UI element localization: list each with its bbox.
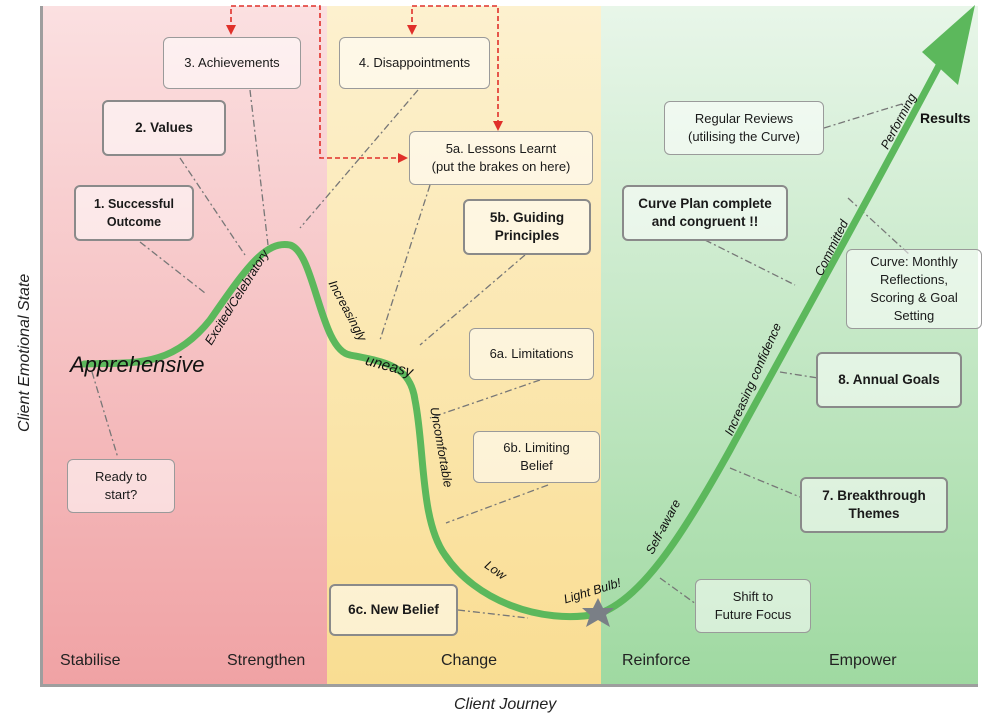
zone-label-stabilise: Stabilise [60,652,121,669]
connector-curve-monthly [847,197,911,256]
feedback-arrowhead-1 [226,25,236,35]
zone-label-empower: Empower [829,652,897,669]
zone-label-change: Change [441,652,498,669]
connector-successful-outcome [139,241,206,294]
connector-limiting-belief [445,484,549,524]
connector-ready-to-start [91,371,119,459]
light-bulb-star-icon [582,598,614,627]
zone-label-strengthen: Strengthen [227,652,306,669]
box-disappointments: 4. Disappointments [339,37,490,89]
box-future-focus: Shift to Future Focus [695,579,811,633]
x-axis [40,684,978,687]
connector-curve-plan [704,239,796,286]
connector-disappointments [299,89,419,229]
connector-future-focus [659,577,697,605]
connector-lessons-learnt [379,184,431,341]
label-apprehensive: Apprehensive [70,352,205,377]
box-curve-monthly: Curve: Monthly Reflections, Scoring & Go… [846,249,982,329]
connector-regular-reviews [823,102,906,129]
box-limitations: 6a. Limitations [469,328,594,380]
feedback-arrow-disappointments [411,5,499,125]
box-limiting-belief: 6b. Limiting Belief [473,431,600,483]
connector-breakthrough-themes [729,467,801,498]
connector-guiding-principles [419,254,526,346]
feedback-arrow-achievements [230,5,402,159]
curve-arrowhead [922,5,975,85]
box-achievements: 3. Achievements [163,37,301,89]
x-axis-title: Client Journey [454,696,557,713]
feedback-arrowhead-3 [398,153,408,163]
box-values: 2. Values [102,100,226,156]
feedback-arrowhead-2 [407,25,417,35]
box-successful-outcome: 1. Successful Outcome [74,185,194,241]
connector-values [179,157,246,256]
box-annual-goals: 8. Annual Goals [816,352,962,408]
emotional-curve [80,56,946,621]
feedback-arrowhead-4 [493,121,503,131]
box-new-belief: 6c. New Belief [329,584,458,636]
connector-achievements [249,89,269,246]
connector-annual-goals [779,371,819,379]
box-breakthrough-themes: 7. Breakthrough Themes [800,477,948,533]
connector-new-belief [457,609,529,619]
box-lessons-learnt: 5a. Lessons Learnt (put the brakes on he… [409,131,593,185]
connector-lines [91,89,911,619]
zone-label-reinforce: Reinforce [622,652,691,669]
box-guiding-principles: 5b. Guiding Principles [463,199,591,255]
connector-limitations [429,379,541,419]
box-curve-plan: Curve Plan complete and congruent !! [622,185,788,241]
y-axis [40,6,43,686]
box-ready-to-start: Ready to start? [67,459,175,513]
label-results: Results [920,110,971,126]
feedback-arrows [230,5,499,159]
box-regular-reviews: Regular Reviews (utilising the Curve) [664,101,824,155]
